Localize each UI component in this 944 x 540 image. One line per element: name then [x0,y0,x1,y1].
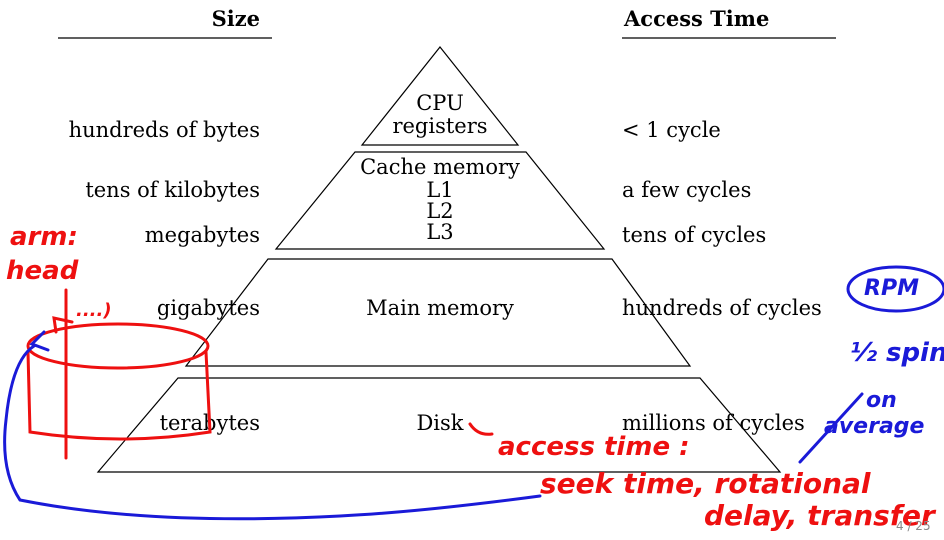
registers-label-line2: registers [392,114,488,138]
page-number: 4 / 25 [896,519,931,533]
ink-seek-time: seek time, rotational [540,467,871,500]
main-memory-tier [184,258,692,367]
cache-l2-label: L2 [426,199,454,223]
registers-tier [360,46,520,146]
ink-head: head [6,256,79,286]
main-memory-label: Main memory [366,296,514,320]
ink-half-spin: ½ spin [850,338,944,368]
red-disk-tick [468,422,494,436]
ink-arrow-dots: ....) [76,300,112,321]
size-registers: hundreds of bytes [68,118,260,142]
access-time-header: Access Time [624,6,770,31]
blue-seek-curve [3,344,542,521]
cache-label: Cache memory [360,155,520,179]
ink-access-time: access time : [498,432,690,462]
disk-label: Disk [416,411,464,435]
blue-slash [798,392,864,464]
disk-tier [96,377,782,473]
access-cache-l3: tens of cycles [622,223,767,247]
access-cache-l1: a few cycles [622,178,752,202]
blue-rpm-circle [846,265,944,313]
red-platter-ellipse [26,322,210,370]
cache-tier [274,151,606,250]
ink-rpm: RPM [864,276,919,301]
ink-arm: arm: [10,222,78,252]
registers-label-line1: CPU [416,91,464,115]
size-cache-l1: tens of kilobytes [85,178,260,202]
ink-on: on [866,388,897,413]
size-header: Size [211,6,260,31]
red-cylinder-body [26,350,212,441]
cache-l1-label: L1 [426,178,454,202]
access-registers: < 1 cycle [622,118,721,142]
ink-delay-transfer: delay, transfer [704,499,935,532]
red-arm-arrow [52,316,74,334]
access-main-memory: hundreds of cycles [622,296,822,320]
cache-l3-label: L3 [426,220,454,244]
size-cache-l3: megabytes [144,223,260,247]
ink-average: average [824,414,925,439]
access-disk: millions of cycles [622,411,805,435]
blue-arrow-head [29,330,50,352]
size-main-memory: gigabytes [156,296,260,320]
